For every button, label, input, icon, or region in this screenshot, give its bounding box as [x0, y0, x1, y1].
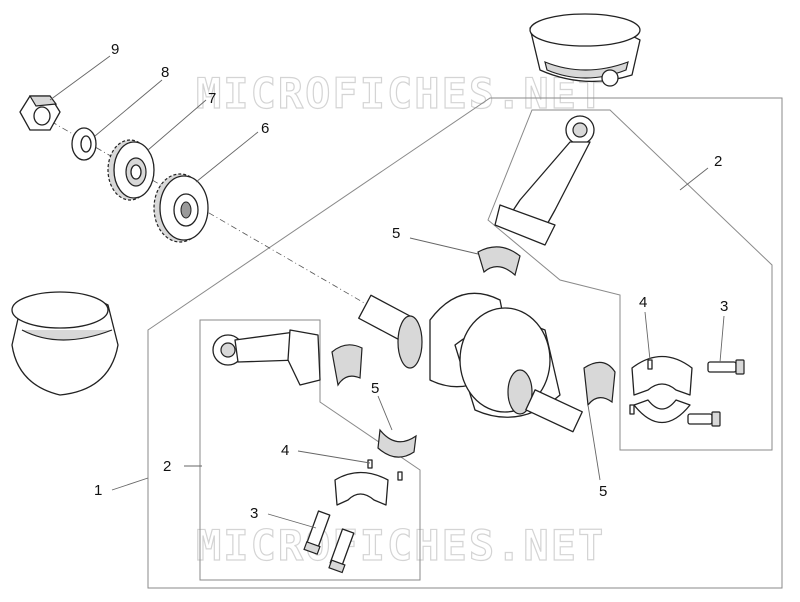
callout-3-left: 3: [250, 505, 258, 522]
callout-5-middle: 5: [371, 380, 379, 397]
conrod-left: [212, 329, 321, 386]
nut-part: [19, 95, 61, 131]
watermark-top: MICROFICHES.NET: [196, 69, 605, 118]
callout-6: 6: [261, 120, 269, 137]
watermark-bottom: MICROFICHES.NET: [196, 521, 605, 570]
piston-left: [11, 291, 119, 396]
washer-part: [71, 127, 97, 161]
callout-5-top: 5: [392, 225, 400, 242]
large-gear-part: [153, 173, 209, 243]
callout-2-right: 2: [714, 153, 722, 170]
callout-5-bottom: 5: [599, 483, 607, 500]
assembly-axis: [39, 114, 386, 316]
conrod-cap-left: [334, 471, 389, 506]
conrod-cap-right: [631, 355, 693, 423]
conrod-frame-right: [487, 109, 773, 451]
bearing-shell-bottom: [377, 428, 417, 458]
bolts: [303, 359, 745, 574]
dowel-pins: [367, 359, 653, 481]
callout-8: 8: [161, 64, 169, 81]
bearing-shell-right: [583, 361, 616, 407]
callout-7: 7: [208, 90, 216, 107]
conrod-right: [494, 115, 595, 246]
conrod-frame-left: [199, 319, 421, 581]
callout-4-left: 4: [281, 442, 289, 459]
crankshaft-group-frame: [147, 97, 783, 589]
callout-3-right: 3: [720, 298, 728, 315]
callout-1: 1: [94, 482, 102, 499]
bearing-shell-upper: [477, 246, 521, 277]
callout-2-left: 2: [163, 458, 171, 475]
callout-4-right: 4: [639, 294, 647, 311]
callout-9: 9: [111, 41, 119, 58]
bearing-shell-left: [331, 344, 363, 387]
crankshaft-part: [358, 292, 583, 433]
small-gear-part: [107, 139, 155, 201]
piston-top-right: [529, 13, 641, 87]
leader-lines: [49, 55, 725, 529]
